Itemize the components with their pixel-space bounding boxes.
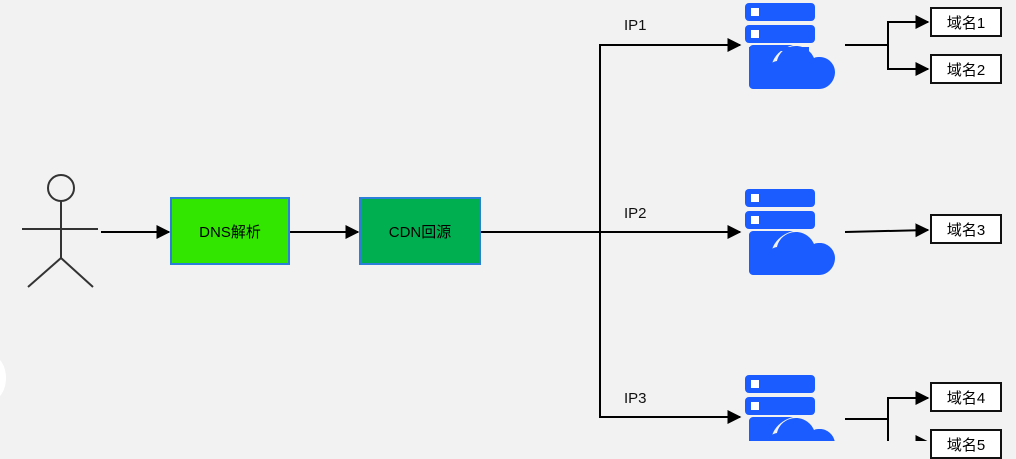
server-cloud-icon	[745, 3, 835, 89]
cdn-fanout-lines	[481, 38, 742, 424]
domain-label: 域名4	[946, 389, 986, 407]
ip3-label: IP3	[624, 390, 647, 407]
domain-label: 域名3	[946, 221, 986, 239]
server-cloud-icon	[745, 375, 835, 441]
dns-resolve-label: DNS解析	[199, 223, 261, 241]
diagram-connectors	[22, 3, 930, 441]
domain-box-5: 域名5	[930, 429, 1002, 459]
domain-box-3: 域名3	[930, 214, 1002, 244]
domain-label: 域名1	[946, 14, 986, 32]
server1-branch	[845, 15, 930, 76]
partial-circle-decoration	[0, 356, 6, 400]
dns-resolve-box: DNS解析	[170, 197, 290, 265]
user-stick-figure-icon	[22, 174, 98, 288]
domain-label: 域名5	[946, 436, 986, 454]
domain-label: 域名2	[946, 61, 986, 79]
server2-branch	[844, 223, 930, 238]
server3-branch	[845, 391, 930, 441]
cdn-origin-label: CDN回源	[388, 223, 452, 241]
domain-box-4: 域名4	[930, 382, 1002, 412]
server-cloud-icon	[745, 189, 835, 275]
cdn-origin-box: CDN回源	[359, 197, 481, 265]
ip2-label: IP2	[624, 205, 647, 222]
domain-box-2: 域名2	[930, 54, 1002, 84]
ip1-label: IP1	[624, 17, 647, 34]
domain-box-1: 域名1	[930, 7, 1002, 37]
